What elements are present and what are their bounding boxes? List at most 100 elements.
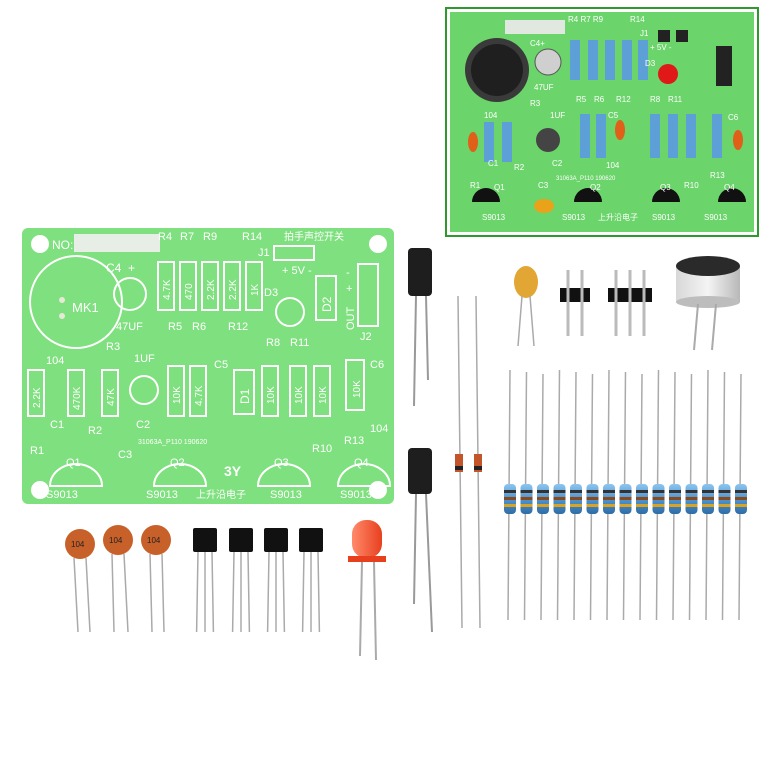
electrolytic-capacitor [408,248,432,407]
resistor [669,371,681,621]
inset-label: R4 R7 R9 [568,15,604,24]
inset-label: R14 [630,15,645,24]
inset-label: R2 [514,163,525,172]
res-value: 10K [352,380,363,398]
r2-label: R2 [88,425,102,437]
pin-header-2pin [560,270,590,336]
inset-label: R8 [650,95,661,104]
ceramic-capacitor: 104 [65,529,95,633]
c1-104-label: 104 [46,355,64,367]
inset-label: + 5V - [650,43,672,52]
diode [455,295,463,629]
j2-label: J2 [360,331,372,343]
inset-label: S9013 [652,213,676,222]
q2-label: Q2 [170,457,185,469]
inset-label: 1UF [550,111,565,120]
c4-value: 47UF [116,321,143,333]
r13-label: R13 [344,435,364,447]
resistor [735,373,747,621]
r14-label: R14 [242,231,262,243]
mk1-label: MK1 [72,300,99,315]
inset-transistors [472,188,746,202]
electrolytic-capacitor [408,448,433,633]
inset-label: R13 [710,171,725,180]
resistor [553,369,566,621]
s9013-label: S9013 [146,489,178,501]
inset-label: S9013 [482,213,506,222]
electret-microphone [676,256,740,351]
resistor [504,369,516,621]
inset-label: R10 [684,181,699,190]
mid-resistor-footprints [27,359,365,417]
inset-label: R12 [616,95,631,104]
inset-label: C5 [608,111,619,120]
res-value: 470 [184,283,195,300]
r9-label: R9 [203,231,217,243]
transistor [264,528,288,633]
r4-label: R4 [158,231,172,243]
inset-label: R1 [470,181,481,190]
r1-label: R1 [30,445,44,457]
c3-104-label: 104 [370,423,388,435]
inset-label: Q2 [590,183,601,192]
brand-cn-label: 上升沿电子 [196,488,246,501]
title-cn: 拍手声控开关 [284,230,344,243]
c2-label: C2 [136,419,150,431]
transistor-group [193,528,323,633]
c4-plus: + [128,261,135,275]
bare-pcb: NO: MK1 C4 + 47UF 4.7K 470 2.2K 2.2K 1K … [22,228,394,504]
inset-label: S9013 [562,213,586,222]
r7-label: R7 [180,231,194,243]
resistor [586,373,599,621]
resistor [685,373,698,621]
res-value: 10K [294,386,305,404]
c4-label: C4 [106,261,122,275]
inset-label: R5 [576,95,587,104]
resistor [718,371,731,621]
resistor [619,371,632,621]
ceramic-capacitor: 104 [141,525,171,633]
r6-label: R6 [192,321,206,333]
res-value: 2.2K [32,387,43,408]
diode [474,295,482,629]
out-minus: - [346,267,350,279]
s9013-label: S9013 [270,489,302,501]
inset-label: S9013 [704,213,728,222]
resistor-group [504,369,747,621]
inset-label: C1 [488,159,499,168]
inset-brand: 上升沿电子 [598,212,638,222]
transistor-footprints [48,463,392,487]
logo-3y: 3Y [224,463,242,479]
q3-label: Q3 [274,457,289,469]
r12-label: R12 [228,321,248,333]
res-value: 4.7K [194,385,205,406]
resistor [537,373,549,621]
inset-label: Q4 [724,183,735,192]
ceramic-capacitor: 104 [103,525,133,633]
red-led [348,520,386,661]
d2-label: D2 [320,296,334,312]
c1-label: C1 [50,419,64,431]
inset-assembled-board-photo: R4 R7 R9 R14 C4+ 47UF D3 R5 R6 R12 R8 R1… [445,7,759,237]
d1-label: D1 [238,388,252,404]
j1-label: J1 [258,247,270,259]
inset-label: J1 [640,29,649,38]
inset-resistors-mid [484,114,722,162]
res-value: 10K [266,386,277,404]
inset-label: C4+ [530,39,545,48]
r11-label: R11 [290,337,309,349]
resistor [603,369,615,621]
c5-label: C5 [214,359,228,371]
resistor [570,371,582,621]
inset-label: Q3 [660,183,671,192]
resistor [652,369,665,621]
inset-resistors-top [570,40,648,80]
c3-label: C3 [118,449,132,461]
small-ceramic-capacitor [514,266,538,347]
c2-value: 1UF [134,353,155,365]
cap-104-label: 104 [109,536,123,545]
res-value: 1K [250,283,261,296]
res-value: 47K [106,388,117,406]
resistor [520,371,533,621]
cap-104-label: 104 [147,536,161,545]
